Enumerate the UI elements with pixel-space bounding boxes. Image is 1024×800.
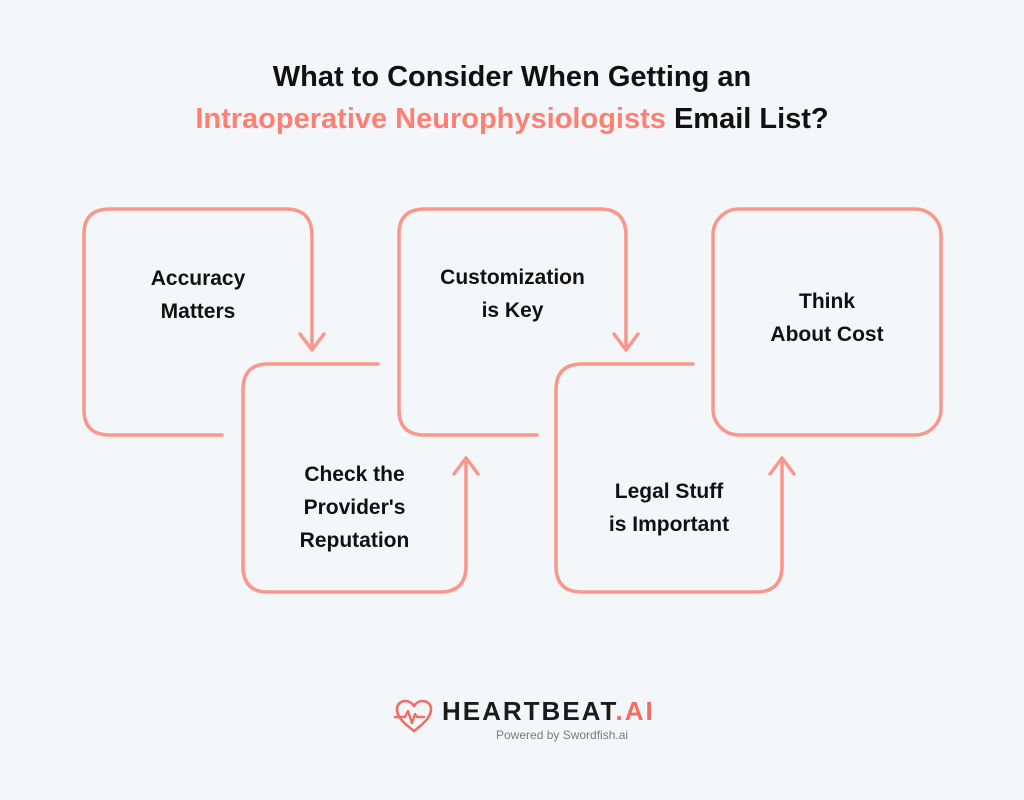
title-line-2: Intraoperative Neurophysiologists Email … bbox=[0, 98, 1024, 140]
step-2-frame bbox=[241, 362, 468, 594]
heart-pulse-icon bbox=[394, 699, 433, 733]
step-5-frame bbox=[711, 207, 943, 437]
step-5-line-1: Think bbox=[799, 290, 855, 313]
step-2-label: Check the Provider's Reputation bbox=[243, 458, 466, 557]
step-1-line-1: Accuracy bbox=[150, 267, 246, 290]
step-3-line-2: is Key bbox=[481, 299, 544, 322]
step-4-frame bbox=[554, 362, 784, 594]
step-2-line-2: Provider's bbox=[303, 496, 406, 519]
arrow-down-icon bbox=[612, 332, 640, 352]
step-1-label: Accuracy Matters bbox=[84, 262, 312, 328]
step-2-line-1: Check the bbox=[304, 463, 405, 486]
page-title: What to Consider When Getting an Intraop… bbox=[0, 56, 1024, 140]
heartbeat-logo: HEARTBEAT.AI Powered by Swordfish.ai bbox=[392, 696, 653, 746]
step-4-line-1: Legal Stuff bbox=[614, 480, 724, 503]
title-rest: Email List? bbox=[665, 103, 829, 135]
arrow-up-icon bbox=[452, 456, 480, 476]
step-2-line-3: Reputation bbox=[299, 529, 410, 552]
step-1-frame bbox=[82, 207, 314, 437]
step-3-line-1: Customization bbox=[440, 266, 585, 289]
title-line-1: What to Consider When Getting an bbox=[272, 61, 752, 93]
step-3-label: Customization is Key bbox=[399, 261, 626, 327]
brand-name: HEARTBEAT.AI bbox=[442, 696, 655, 727]
title-accent: Intraoperative Neurophysiologists bbox=[195, 103, 666, 135]
step-3-frame bbox=[397, 207, 628, 437]
brand-suffix: .AI bbox=[615, 696, 655, 726]
step-4-label: Legal Stuff is Important bbox=[556, 475, 782, 541]
arrow-down-icon bbox=[298, 332, 326, 352]
arrow-up-icon bbox=[768, 456, 796, 476]
powered-by: Powered by Swordfish.ai bbox=[496, 728, 629, 742]
step-5-line-2: About Cost bbox=[770, 323, 884, 346]
brand-text: HEARTBEAT bbox=[442, 696, 616, 726]
step-4-line-2: is Important bbox=[608, 513, 730, 536]
step-1-line-2: Matters bbox=[160, 300, 236, 323]
step-5-label: Think About Cost bbox=[713, 285, 941, 351]
